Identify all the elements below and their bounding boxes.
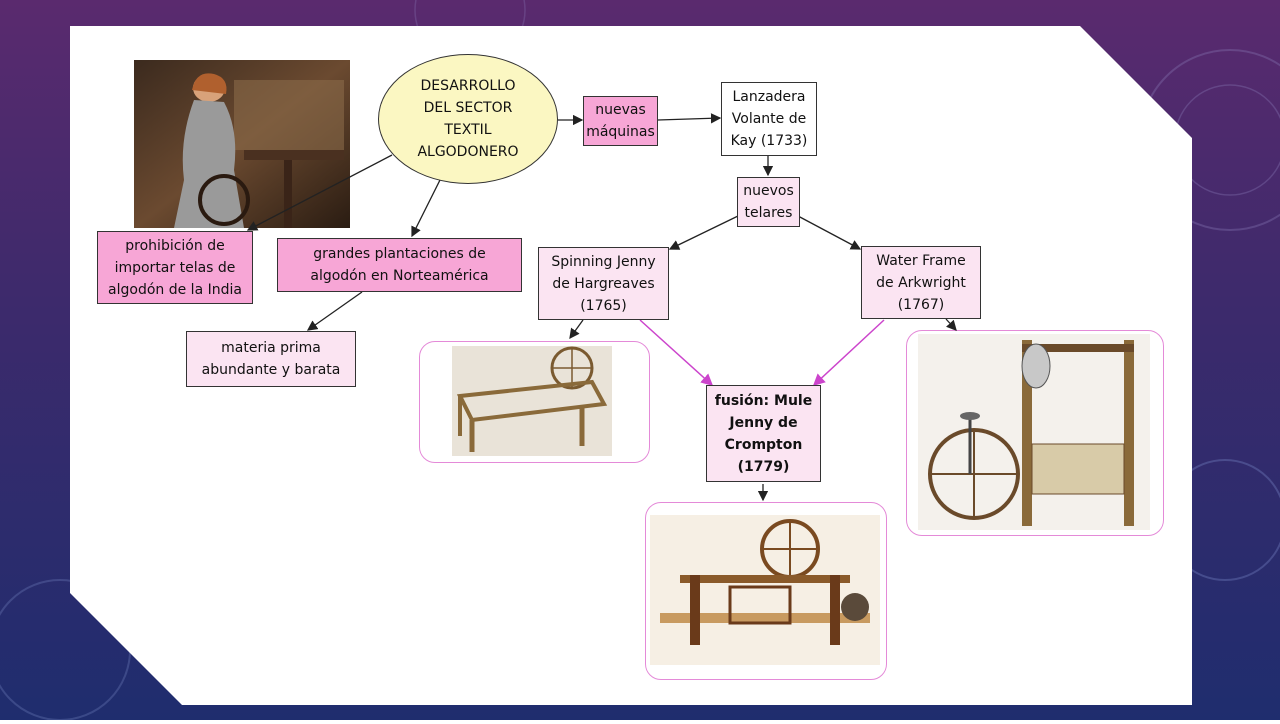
node-lanzadera: Lanzadera Volante de Kay (1733): [721, 82, 817, 156]
spinning-jenny-illustration: [452, 346, 612, 456]
water-frame-illustration: [918, 334, 1150, 530]
node-nuevos-telares: nuevos telares: [737, 177, 800, 227]
root-ellipse: DESARROLLO DEL SECTOR TEXTIL ALGODONERO: [378, 54, 558, 184]
node-fusion-mule-jenny: fusión: Mule Jenny de Crompton (1779): [706, 385, 821, 482]
mule-jenny-illustration: [650, 515, 880, 665]
node-spinning-jenny: Spinning Jenny de Hargreaves (1765): [538, 247, 669, 320]
node-materia-prima: materia prima abundante y barata: [186, 331, 356, 387]
node-plantaciones: grandes plantaciones de algodón en Norte…: [277, 238, 522, 292]
node-prohibicion: prohibición de importar telas de algodón…: [97, 231, 253, 304]
node-water-frame: Water Frame de Arkwright (1767): [861, 246, 981, 319]
node-nuevas-maquinas: nuevas máquinas: [583, 96, 658, 146]
child-at-loom-painting: [134, 60, 350, 228]
